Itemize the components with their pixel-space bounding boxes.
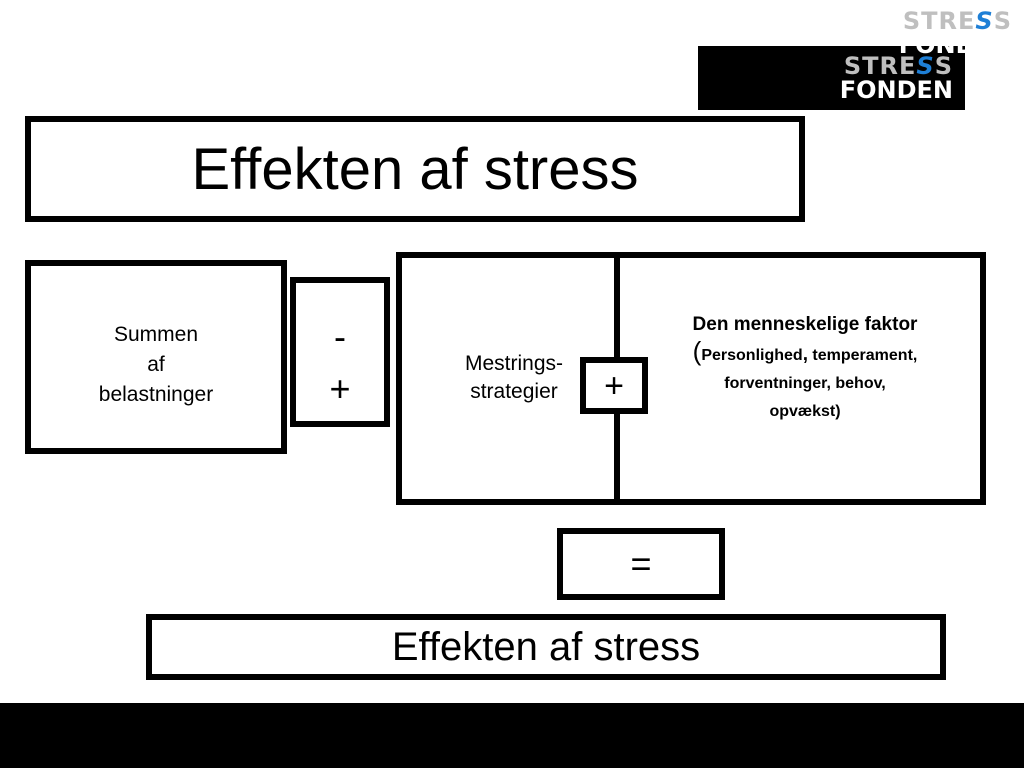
equals-box: =	[557, 528, 725, 600]
logo-line-2: FONDEN	[839, 76, 953, 104]
mestring-line-1: Mestrings-	[464, 352, 564, 375]
plus-sign: +	[329, 368, 351, 409]
mestring-text: Mestrings- strategier	[436, 350, 592, 406]
coping-factor-container	[396, 252, 986, 505]
result-box: Effekten af stress	[146, 614, 946, 680]
footer-logo-line-1: STRESS	[902, 7, 1012, 35]
faktor-line-4: opvækst)	[769, 403, 841, 420]
small-plus-box: +	[580, 357, 648, 414]
summen-line-1: Summen	[113, 323, 198, 346]
small-plus-sign: +	[604, 366, 624, 405]
faktor-line-3: forventninger, behov,	[724, 375, 886, 392]
footer-bar	[0, 703, 1024, 768]
plus-minus-box: - +	[290, 277, 390, 427]
footer-text: Thomas Milsted. www.stressfonden.dk	[324, 19, 700, 45]
mestring-line-2: strategier	[470, 380, 558, 403]
summen-line-3: belastninger	[98, 383, 214, 406]
page-title: Effekten af stress	[191, 136, 639, 202]
minus-sign: -	[334, 316, 346, 357]
footer-logo-line-2: FONDEN	[898, 31, 1012, 59]
faktor-heading: Den menneskelige faktor	[692, 314, 918, 335]
human-factor-text: Den menneskelige faktor (Personlighed, t…	[640, 312, 970, 425]
summen-line-2: af	[147, 353, 165, 376]
stressfonden-logo: STRESS FONDEN	[698, 46, 965, 110]
equals-sign: =	[630, 543, 652, 584]
faktor-line-2: (Personlighed, temperament,	[692, 336, 918, 366]
summen-box: Summen af belastninger	[25, 260, 287, 454]
logo-line-1: STRESS	[843, 52, 953, 80]
title-box: Effekten af stress	[25, 116, 805, 222]
summen-text: Summen af belastninger	[99, 320, 213, 410]
footer-logo: STRESS FONDEN	[898, 7, 1012, 59]
result-text: Effekten af stress	[391, 624, 701, 669]
